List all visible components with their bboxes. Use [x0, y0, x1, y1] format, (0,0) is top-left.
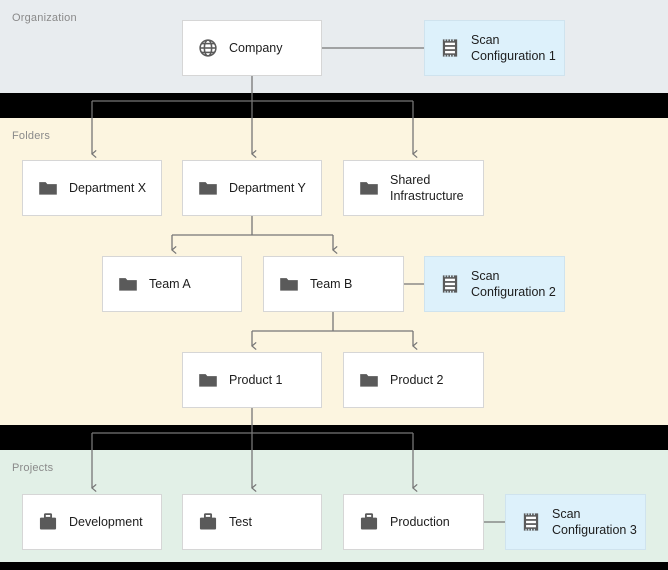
folder-icon: [199, 182, 217, 195]
node-label: Shared Infrastructure: [390, 173, 464, 203]
band-label-organization: Organization: [12, 12, 77, 24]
folder-icon: [119, 278, 137, 291]
node-department-x[interactable]: Department X: [22, 160, 162, 216]
node-label: Product 2: [390, 373, 444, 387]
node-production[interactable]: Production: [343, 494, 484, 550]
globe-icon: [199, 39, 217, 57]
node-test[interactable]: Test: [182, 494, 322, 550]
node-team-a[interactable]: Team A: [102, 256, 242, 312]
briefcase-icon: [199, 513, 217, 530]
node-label: Scan Configuration 3: [552, 507, 637, 537]
node-label: Test: [229, 515, 252, 529]
scan-config-icon: [523, 513, 539, 531]
folder-icon: [280, 278, 298, 291]
node-team-b[interactable]: Team B: [263, 256, 404, 312]
scan-config-icon: [442, 39, 458, 57]
node-shared-infrastructure[interactable]: Shared Infrastructure: [343, 160, 484, 216]
node-label: Team B: [310, 277, 353, 291]
node-label: Company: [229, 41, 283, 55]
folder-icon: [360, 374, 378, 387]
band-label-folders: Folders: [12, 130, 51, 142]
node-company[interactable]: Company: [182, 20, 322, 76]
node-scan-configuration-1[interactable]: Scan Configuration 1: [424, 20, 565, 76]
node-label: Department Y: [229, 181, 306, 195]
band-label-projects: Projects: [12, 462, 54, 474]
briefcase-icon: [39, 513, 57, 530]
node-scan-configuration-2[interactable]: Scan Configuration 2: [424, 256, 565, 312]
node-label: Development: [69, 515, 143, 529]
node-product-2[interactable]: Product 2: [343, 352, 484, 408]
node-label: Product 1: [229, 373, 283, 387]
folder-icon: [199, 374, 217, 387]
node-label: Production: [390, 515, 450, 529]
scan-config-icon: [442, 275, 458, 293]
briefcase-icon: [360, 513, 378, 530]
node-label: Scan Configuration 1: [471, 33, 556, 63]
node-scan-configuration-3[interactable]: Scan Configuration 3: [505, 494, 646, 550]
node-development[interactable]: Development: [22, 494, 162, 550]
node-label: Department X: [69, 181, 147, 195]
folder-icon: [360, 182, 378, 195]
node-label: Team A: [149, 277, 191, 291]
node-label: Scan Configuration 2: [471, 269, 556, 299]
folder-icon: [39, 182, 57, 195]
node-product-1[interactable]: Product 1: [182, 352, 322, 408]
node-department-y[interactable]: Department Y: [182, 160, 322, 216]
